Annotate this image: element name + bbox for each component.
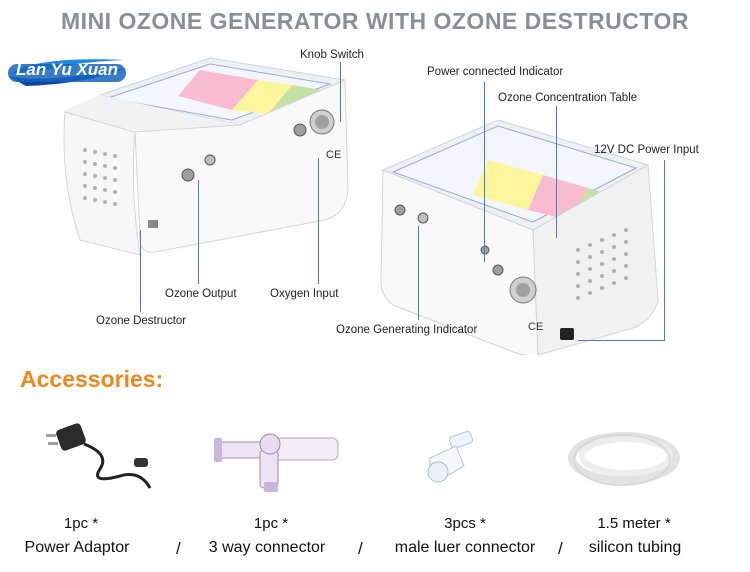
power-adaptor-image [46,423,152,489]
accessory-name: Power Adaptor [24,539,130,556]
ozone-generator-left-image: CE [63,57,349,255]
ozone-generator-right-image: CE [380,119,659,355]
accessory-qty: 1pc * [63,515,99,532]
male-luer-connector-image [427,430,474,483]
callout-line [556,106,557,238]
accessory-qty: 1pc * [253,515,289,532]
callout-line [578,340,665,341]
callout-line [318,158,319,284]
brand-logo-text: Lan Yu Xuan [15,60,119,79]
callout-line [340,62,341,122]
dc-power-input-label: 12V DC Power Input [594,144,699,156]
brand-logo [8,59,126,86]
ozone-output-label: Ozone Output [165,288,237,300]
callout-line [198,180,199,284]
callout-line [484,82,485,262]
callout-line [418,226,419,320]
ozone-destructor-label: Ozone Destructor [96,315,187,327]
callout-line [664,160,665,340]
svg-text:CE: CE [528,321,543,333]
accessory-qty: 1.5 meter * [597,515,671,532]
accessory-separator: / [558,539,563,558]
accessory-name: silicon tubing [588,539,682,556]
accessory-qty: 3pcs * [444,515,486,532]
ozone-concentration-table-label: Ozone Concentration Table [498,92,638,104]
accessory-name: 3 way connector [208,539,326,556]
callout-line [140,230,141,312]
accessory-separator: / [176,539,181,558]
accessory-separator: / [358,539,363,558]
oxygen-input-label: Oxygen Input [270,288,339,300]
accessories-heading: Accessories: [20,366,164,392]
ozone-generating-indicator-label: Ozone Generating Indicator [336,324,478,336]
three-way-connector-image [214,433,339,492]
accessory-name: male luer connector [394,539,536,556]
power-connected-indicator-label: Power connected Indicator [427,66,564,78]
knob-switch-label: Knob Switch [300,49,364,61]
silicon-tubing-image [568,432,680,486]
page-title: MINI OZONE GENERATOR WITH OZONE DESTRUCT… [61,8,689,34]
svg-text:CE: CE [326,149,341,161]
